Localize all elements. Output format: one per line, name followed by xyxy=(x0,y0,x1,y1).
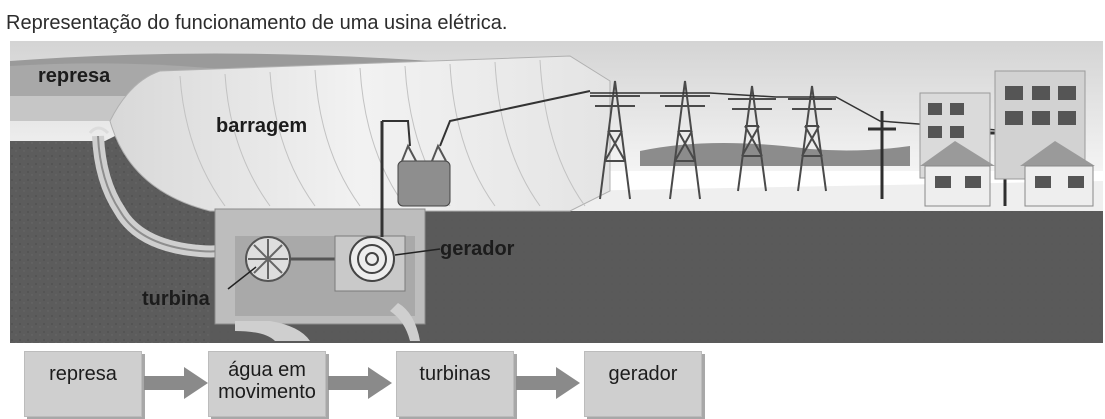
figure-caption: Representação do funcionamento de uma us… xyxy=(6,12,508,34)
power-lines xyxy=(590,92,1011,132)
turbina-leader xyxy=(227,266,257,290)
reservoir-surface xyxy=(10,96,140,121)
flow-arrow-1 xyxy=(144,367,208,399)
flow-step-turbinas: turbinas xyxy=(396,351,514,417)
transmission-line-start xyxy=(439,90,591,147)
power-plant-drawing xyxy=(10,41,1103,343)
flow-chart: represa água em movimento turbinas gerad… xyxy=(10,351,710,417)
transformer xyxy=(397,160,451,207)
far-hills xyxy=(640,142,910,166)
dam-ribs xyxy=(179,59,586,207)
outflow xyxy=(235,321,310,341)
dam xyxy=(109,55,611,212)
building-windows xyxy=(928,86,1076,138)
flow-arrow-2 xyxy=(328,367,392,399)
flow-step-represa: represa xyxy=(24,351,142,417)
flow-step-agua: água em movimento xyxy=(208,351,326,417)
turbine-blades xyxy=(248,239,288,279)
label-barragem: barragem xyxy=(216,115,308,137)
outflow-channel xyxy=(390,303,420,341)
label-turbina: turbina xyxy=(142,288,210,310)
power-plant-illustration: represa barragem gerador turbina xyxy=(10,41,1103,343)
transmission-towers xyxy=(590,80,836,200)
gerador-leader xyxy=(394,248,441,256)
generator xyxy=(349,236,395,282)
label-gerador: gerador xyxy=(440,238,515,260)
intake-splash xyxy=(88,126,110,135)
label-represa: represa xyxy=(38,65,111,87)
houses xyxy=(920,141,1095,207)
flow-arrow-3 xyxy=(516,367,580,399)
flow-step-gerador: gerador xyxy=(584,351,702,417)
